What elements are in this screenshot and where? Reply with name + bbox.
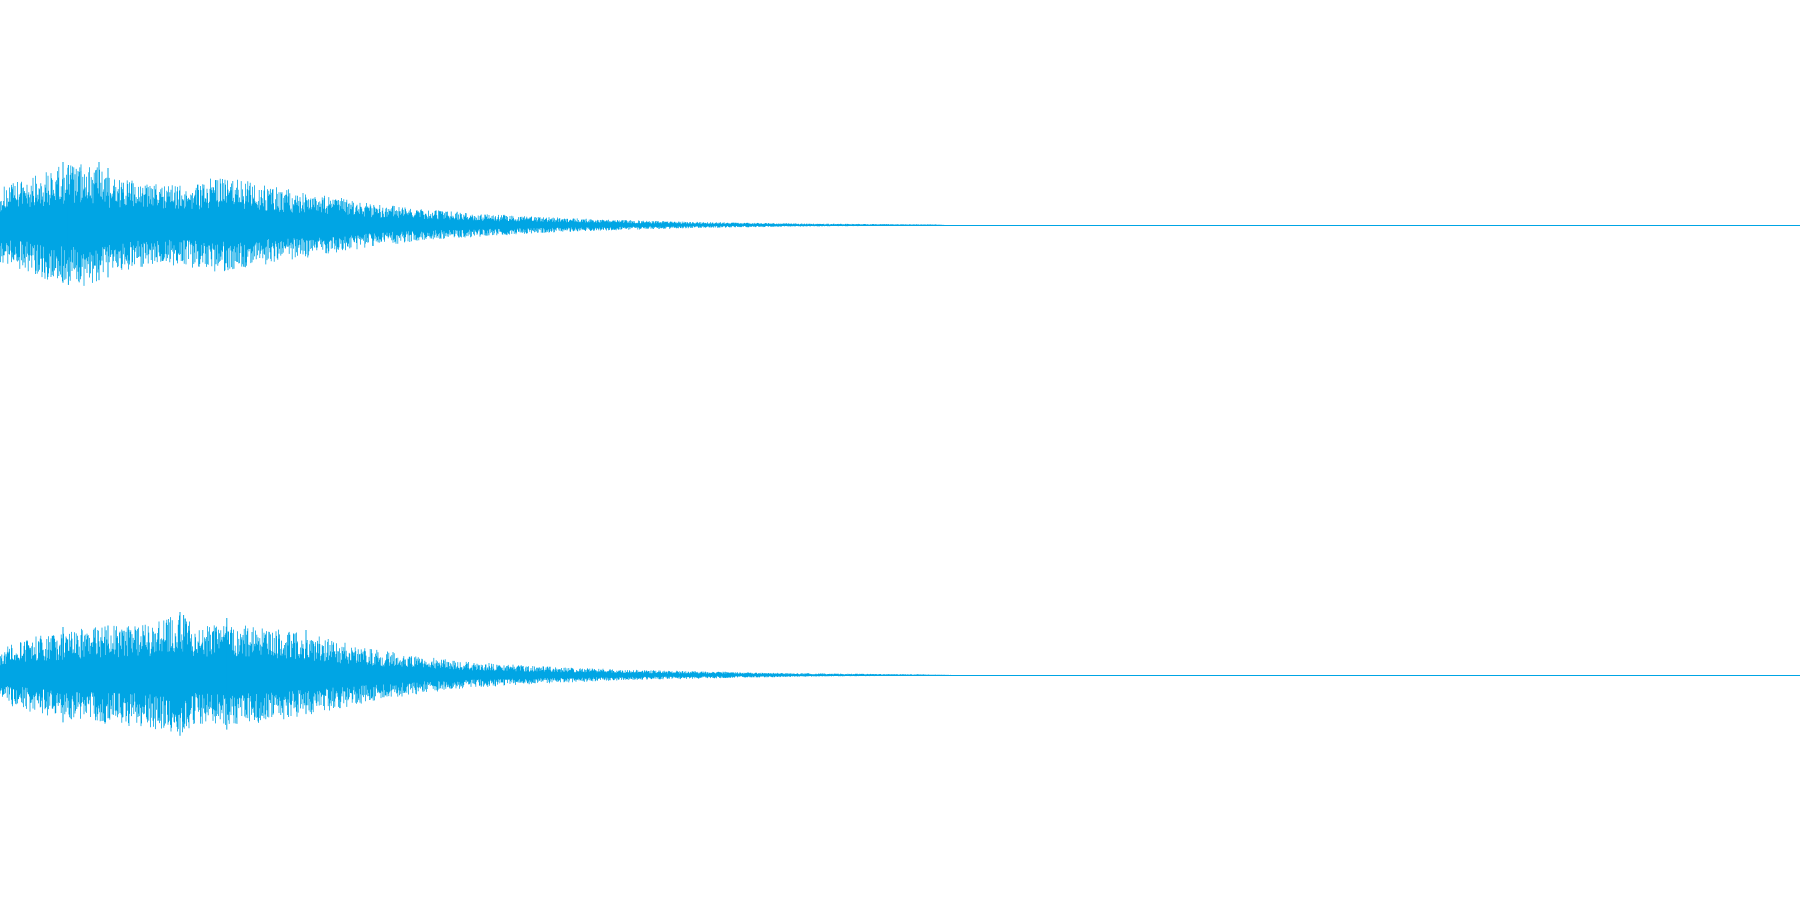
channel-1-signal — [0, 164, 945, 286]
channel-2-signal — [0, 615, 951, 733]
channel-2-waveform — [0, 612, 1800, 736]
channel-1-waveform — [0, 162, 1800, 286]
